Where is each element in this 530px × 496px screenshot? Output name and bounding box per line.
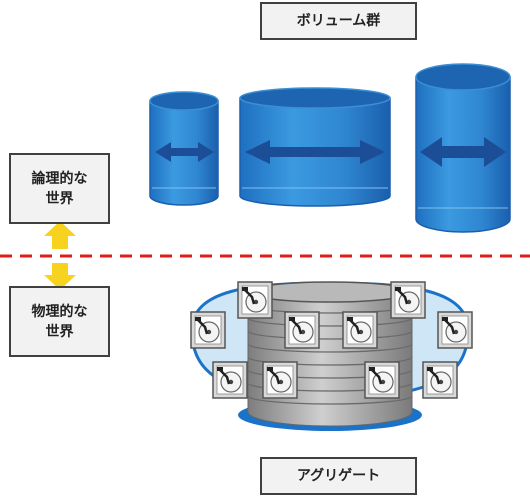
up-arrow-icon [44,221,76,249]
disk-drive-icon [261,360,299,400]
volume-cylinder-icon [415,63,511,233]
aggregate-illustration [189,280,474,431]
volume-cylinder-icon [239,87,391,207]
volumes-label: ボリューム群 [260,2,417,40]
aggregate-label: アグリゲート [260,457,417,495]
double-arrow-icon [245,140,385,164]
disk-drive-icon [363,360,401,400]
disk-drive-icon [436,310,474,350]
volume-cylinder-icon [149,91,219,206]
disk-drive-icon [211,360,249,400]
disk-drive-icon [421,360,459,400]
disk-drive-icon [389,280,427,320]
double-arrow-icon [420,137,506,167]
disk-drive-icon [341,310,379,350]
down-arrow-icon [44,263,76,290]
logical-world-label: 論理的な 世界 [9,153,110,224]
disk-drive-icon [283,310,321,350]
physical-world-label: 物理的な 世界 [9,286,110,357]
double-arrow-icon [155,142,214,162]
disk-drive-icon [236,280,274,320]
disk-drive-icon [189,310,227,350]
